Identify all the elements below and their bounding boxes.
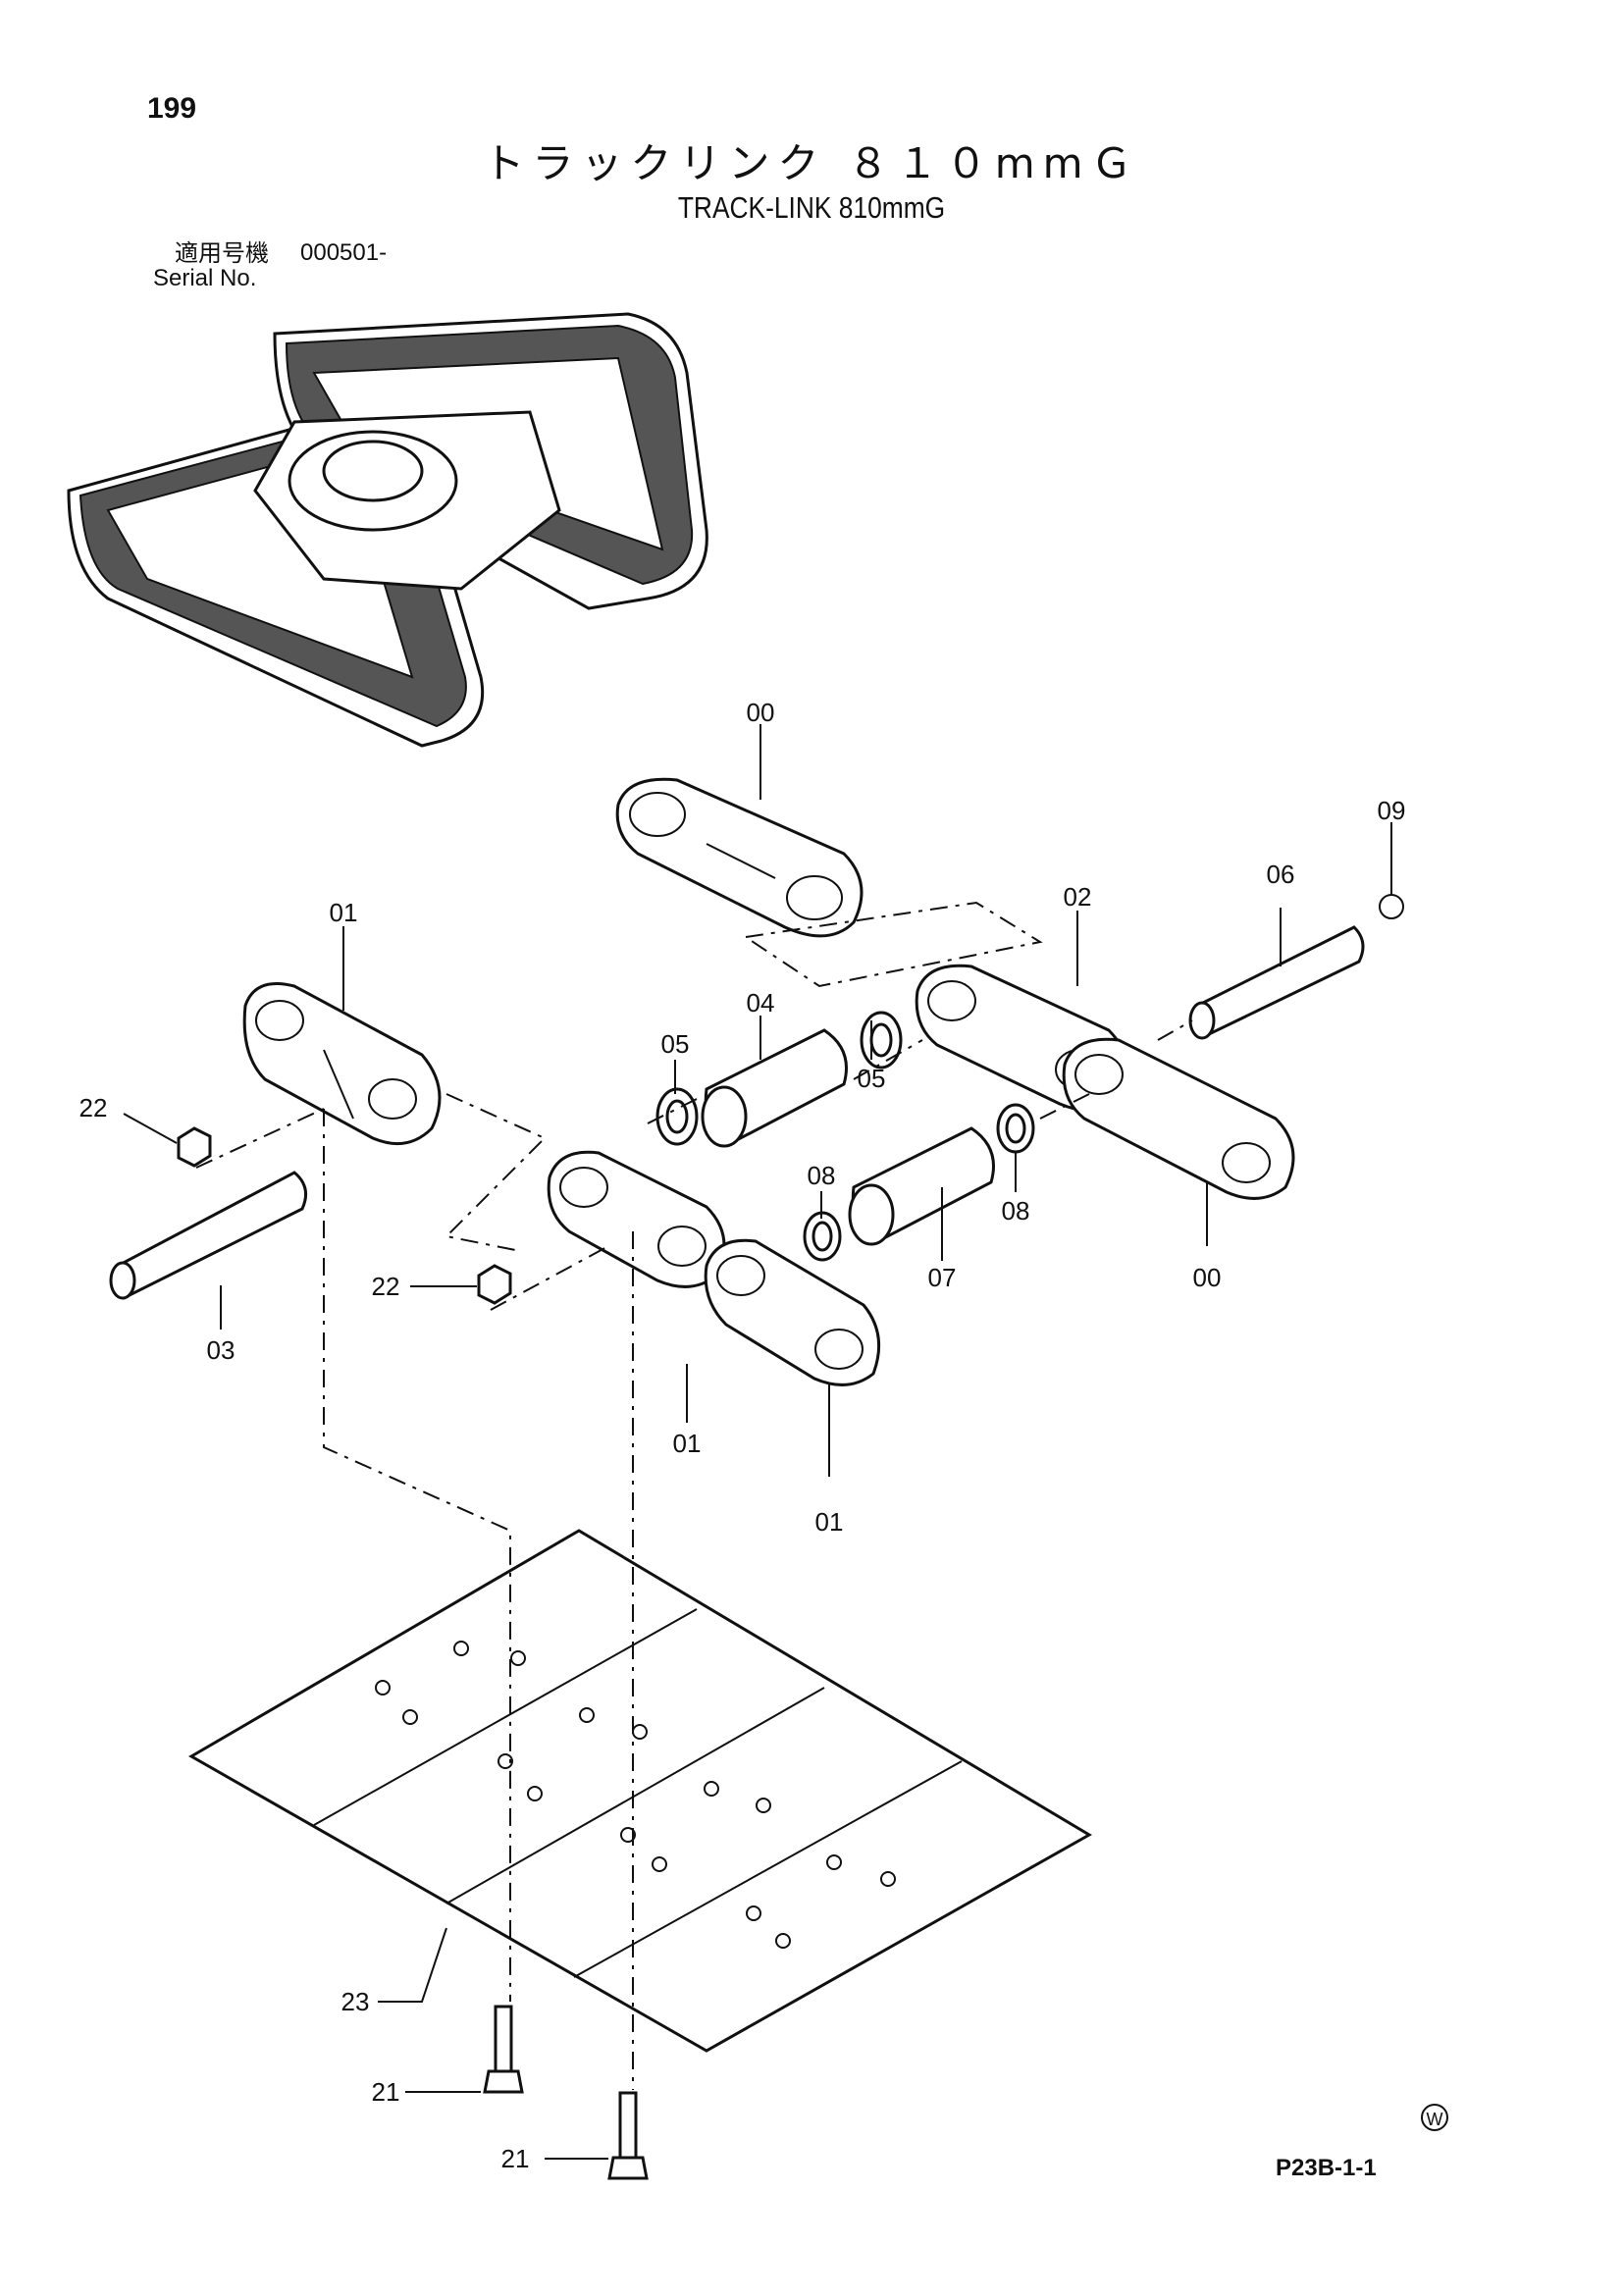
nut-parts-22 bbox=[177, 1126, 512, 1305]
assembly-dashed-lines bbox=[195, 901, 1193, 2090]
callout-01-top-link: 01 bbox=[330, 898, 358, 927]
callout-07-bushing: 07 bbox=[928, 1263, 957, 1292]
callout-03-pin: 03 bbox=[207, 1335, 236, 1365]
page-number: 199 bbox=[147, 92, 197, 125]
undercarriage-illustration bbox=[67, 312, 708, 748]
track-link-part-01-bottom bbox=[704, 1238, 881, 1386]
callout-09-snap-ring: 09 bbox=[1378, 796, 1406, 825]
callout-01-bottom-link: 01 bbox=[815, 1507, 844, 1537]
page-title-japanese: トラックリンク ８１０mmＧ bbox=[483, 139, 1140, 187]
w-circle-mark: W bbox=[1421, 2104, 1448, 2131]
callout-05-right-seal: 05 bbox=[858, 1064, 886, 1093]
callout-04-bushing: 04 bbox=[747, 988, 775, 1018]
track-link-part-01-middle bbox=[547, 1150, 726, 1288]
pin-part-06 bbox=[1188, 925, 1365, 1040]
callout-08-left-spacer: 08 bbox=[808, 1161, 836, 1190]
track-link-part-01-left bbox=[242, 982, 442, 1146]
callout-08-right-spacer: 08 bbox=[1002, 1196, 1030, 1226]
bushing-part-07 bbox=[848, 1126, 995, 1246]
callout-06-pin: 06 bbox=[1267, 860, 1295, 889]
callout-05-left-seal: 05 bbox=[661, 1029, 690, 1059]
callout-22-top-nut: 22 bbox=[79, 1093, 108, 1122]
callout-21-right-bolt: 21 bbox=[501, 2144, 530, 2173]
bushing-part-04 bbox=[701, 1028, 848, 1148]
reference-code: P23B-1-1 bbox=[1276, 2155, 1377, 2181]
track-shoe-plates bbox=[187, 1529, 1092, 2053]
page-title-english: TRACK-LINK 810mmG bbox=[677, 190, 946, 225]
callout-23-shoe: 23 bbox=[341, 1987, 370, 2016]
callout-00-top-link: 00 bbox=[747, 698, 775, 727]
callout-21-left-bolt: 21 bbox=[372, 2077, 400, 2107]
track-link-part-00-top bbox=[615, 777, 864, 938]
pin-part-03 bbox=[109, 1171, 308, 1300]
seal-parts bbox=[655, 894, 1404, 1262]
callout-01-middle-link: 01 bbox=[673, 1429, 702, 1458]
bolt-parts-21 bbox=[483, 2005, 649, 2180]
serial-label-english: Serial No. bbox=[153, 265, 257, 291]
callout-leader-lines bbox=[123, 724, 1392, 2160]
serial-number-value: 000501- bbox=[300, 239, 388, 266]
callout-02-link: 02 bbox=[1064, 882, 1092, 912]
callout-22-bottom-nut: 22 bbox=[372, 1272, 400, 1301]
track-link-part-00-right bbox=[1062, 1037, 1295, 1200]
serial-label-japanese: 適用号機 bbox=[175, 239, 269, 267]
callout-00-right-link: 00 bbox=[1193, 1263, 1222, 1292]
